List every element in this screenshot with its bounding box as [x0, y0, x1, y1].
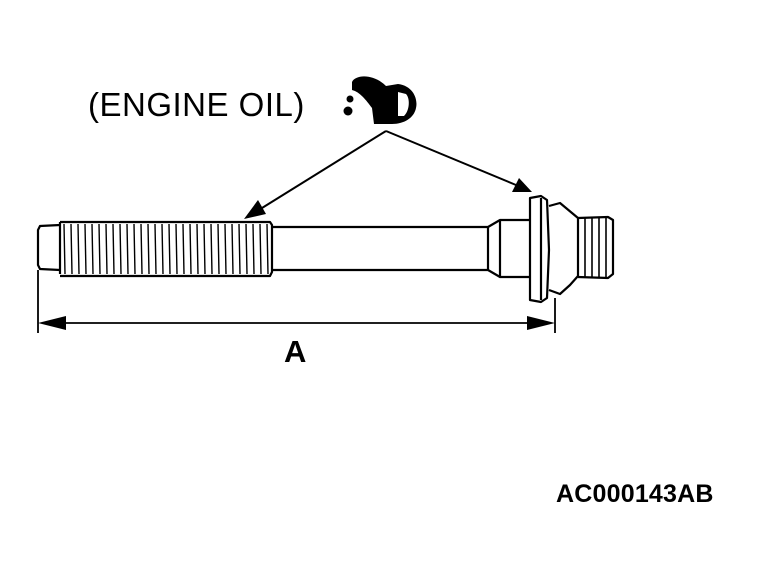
thread-line [91, 223, 94, 275]
thread-line [112, 223, 115, 275]
thread-line [224, 223, 227, 275]
thread-line [175, 223, 178, 275]
leader-line-threads [261, 130, 387, 209]
engine-oil-label: (ENGINE OIL) [88, 86, 305, 123]
dimension-a-line [37, 270, 556, 333]
thread-line [147, 223, 150, 275]
thread-line [133, 223, 136, 275]
thread-line [231, 223, 234, 275]
thread-line [189, 223, 192, 275]
thread-line [196, 223, 199, 275]
thread-line [182, 223, 185, 275]
thread-line [238, 223, 241, 275]
thread-line [259, 223, 262, 275]
thread-line [84, 223, 87, 275]
leader-line-flange [385, 130, 517, 186]
thread-line [210, 223, 213, 275]
dimension-arrow-left [38, 316, 66, 330]
thread-line [126, 223, 129, 275]
thread-line [63, 223, 66, 275]
thread-line [77, 223, 80, 275]
oil-can-icon [343, 76, 417, 124]
leader-arrow-threads [244, 200, 266, 219]
thread-line [105, 223, 108, 275]
bolt-flange [528, 194, 551, 304]
thread-line [119, 223, 122, 275]
thread-line [140, 223, 143, 275]
bolt-shank [36, 218, 530, 279]
thread-line [154, 223, 157, 275]
thread-line [203, 223, 206, 275]
thread-line [98, 223, 101, 275]
thread-line [266, 223, 269, 275]
thread-line [252, 223, 255, 275]
thread-line [161, 223, 164, 275]
dimension-label-a: A [284, 334, 307, 369]
figure-code: AC000143AB [556, 480, 714, 508]
thread-line [70, 223, 73, 275]
thread-line [245, 223, 248, 275]
thread-line [168, 223, 171, 275]
thread-line [217, 223, 220, 275]
leader-arrow-flange [512, 178, 532, 192]
dimension-arrow-right [527, 316, 555, 330]
bolt-threads [63, 223, 269, 275]
bolt-head [548, 201, 615, 296]
